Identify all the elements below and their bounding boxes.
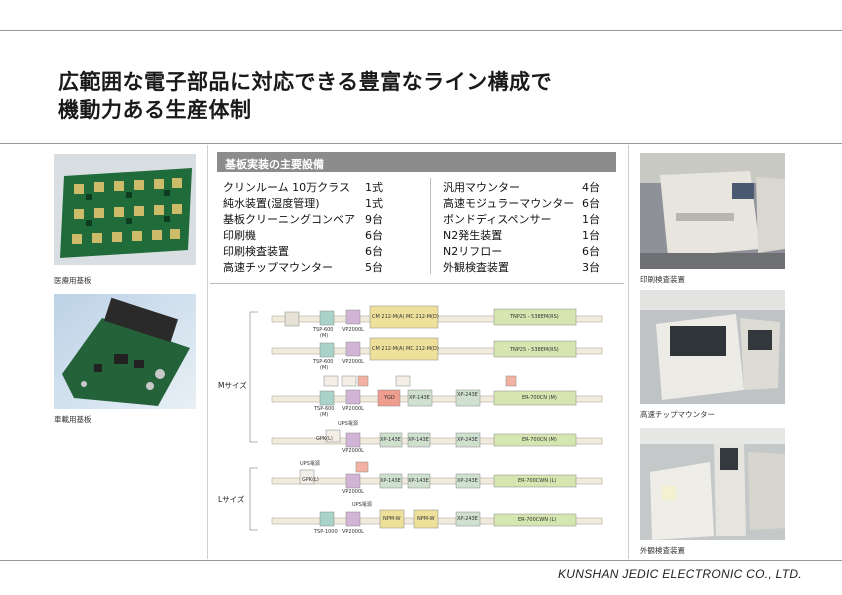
layout-label: TSP-600 (313, 327, 334, 333)
equipment-name: 印刷検査装置 (223, 245, 289, 258)
layout-label: XP-243E (457, 437, 478, 443)
equipment-name: 汎用マウンター (443, 181, 520, 194)
layout-label: TSP-1000 (314, 529, 338, 535)
equipment-heading: 基板実装の主要設備 (225, 158, 324, 171)
equipment-name: N2リフロー (443, 245, 503, 258)
layout-label: ER-700CWN (L) (518, 517, 557, 523)
footer-rule (0, 560, 842, 561)
print-inspection-caption: 印刷検査装置 (640, 275, 685, 284)
layout-label: (M) (320, 412, 329, 418)
layout-label: ER-700CWN (L) (518, 478, 557, 484)
header-bottom-rule (0, 143, 842, 144)
layout-label: (M) (320, 365, 329, 371)
layout-label: XP-243E (457, 478, 478, 484)
equipment-qty: 1台 (582, 213, 600, 226)
equipment-qty: 6台 (365, 245, 383, 258)
l-size-label: Lサイズ (218, 495, 245, 504)
equipment-qty: 6台 (582, 245, 600, 258)
medical-board-photo (54, 154, 196, 265)
layout-label: NPM-W (417, 516, 435, 522)
layout-label: XP-243E (457, 392, 478, 398)
layout-label: VP2000L (342, 327, 364, 333)
layout-label: (M) (320, 333, 329, 339)
equipment-qty: 1式 (365, 181, 383, 194)
line-layout-diagram: Mサイズ Lサイズ TSP-600 (M) VP2000L CM 212-M(A… (210, 290, 624, 552)
right-column-divider (628, 145, 629, 559)
visual-inspection-photo (640, 428, 785, 540)
equipment-name: 印刷機 (223, 229, 256, 242)
layout-label: VP2000L (342, 489, 364, 495)
layout-label: GPK(L) (302, 477, 319, 483)
medical-board-caption: 医療用基板 (54, 276, 92, 285)
layout-label: NPM-W (383, 516, 401, 522)
equipment-qty: 6台 (582, 197, 600, 210)
m-size-label: Mサイズ (218, 381, 247, 390)
layout-label: VP2000L (342, 448, 364, 454)
chip-mounter-photo (640, 290, 785, 404)
automotive-board-photo (54, 294, 196, 409)
layout-label: XP-143E (380, 437, 401, 443)
layout-label: XP-143E (408, 437, 429, 443)
layout-label: ER-700CN (M) (522, 437, 557, 443)
chip-mounter-caption: 高速チップマウンター (640, 410, 715, 419)
layout-label: XP-143E (409, 395, 430, 401)
layout-label: CM 212-M(A) (372, 346, 405, 352)
layout-label: TNP25 - 538EM(RS) (510, 347, 559, 353)
equipment-qty: 1式 (365, 197, 383, 210)
equipment-bottom-rule (210, 283, 624, 284)
equipment-qty: 1台 (582, 229, 600, 242)
equipment-qty: 9台 (365, 213, 383, 226)
print-inspection-photo (640, 153, 785, 269)
layout-label: GPK(L) (316, 436, 333, 442)
page-title-line1: 広範囲な電子部品に対応できる豊富なライン構成で (58, 70, 553, 94)
layout-label: UPS電源 (338, 421, 358, 427)
layout-label: VP2000L (342, 406, 364, 412)
top-rule (0, 30, 842, 31)
equipment-divider (430, 178, 431, 274)
layout-label: VP2000L (342, 359, 364, 365)
equipment-name: クリンルーム 10万クラス (223, 181, 350, 194)
equipment-heading-bar: 基板実装の主要設備 (217, 152, 616, 172)
visual-inspection-caption: 外観検査装置 (640, 546, 685, 555)
page-title-line2: 機動力ある生産体制 (58, 98, 252, 122)
equipment-name: 純水装置(湿度管理) (223, 197, 320, 210)
layout-label: TSP-600 (313, 359, 334, 365)
equipment-qty: 5台 (365, 261, 383, 274)
layout-label: TSP-600 (314, 406, 335, 412)
equipment-name: 高速チップマウンター (223, 261, 333, 274)
company-name: KUNSHAN JEDIC ELECTRONIC CO., LTD. (557, 567, 802, 581)
automotive-board-caption: 車載用基板 (54, 415, 92, 424)
layout-label: VP2000L (342, 529, 364, 535)
equipment-name: 高速モジュラーマウンター (443, 197, 575, 210)
layout-label: CM 212-M(A) (372, 314, 405, 320)
layout-label: ER-700CN (M) (522, 395, 557, 401)
equipment-name: 基板クリーニングコンベア (223, 213, 355, 226)
layout-label: XP-143E (408, 478, 429, 484)
left-column-divider (207, 145, 208, 559)
layout-label: UPS電源 (352, 502, 372, 508)
layout-label: XP-143E (380, 478, 401, 484)
layout-label: TNP25 - 538EM(RS) (510, 314, 559, 320)
equipment-name: 外観検査装置 (443, 261, 509, 274)
layout-label: MC 212-M(D) (406, 346, 439, 352)
equipment-name: N2発生装置 (443, 229, 503, 242)
layout-label: YGD (384, 395, 395, 401)
equipment-name: ボンドディスペンサー (443, 213, 552, 226)
line-layout-drawing (249, 305, 603, 531)
equipment-qty: 6台 (365, 229, 383, 242)
layout-label: UPS電源 (300, 461, 320, 467)
equipment-qty: 4台 (582, 181, 600, 194)
equipment-qty: 3台 (582, 261, 600, 274)
layout-label: MC 212-M(D) (406, 314, 439, 320)
layout-label: XP-243E (457, 516, 478, 522)
